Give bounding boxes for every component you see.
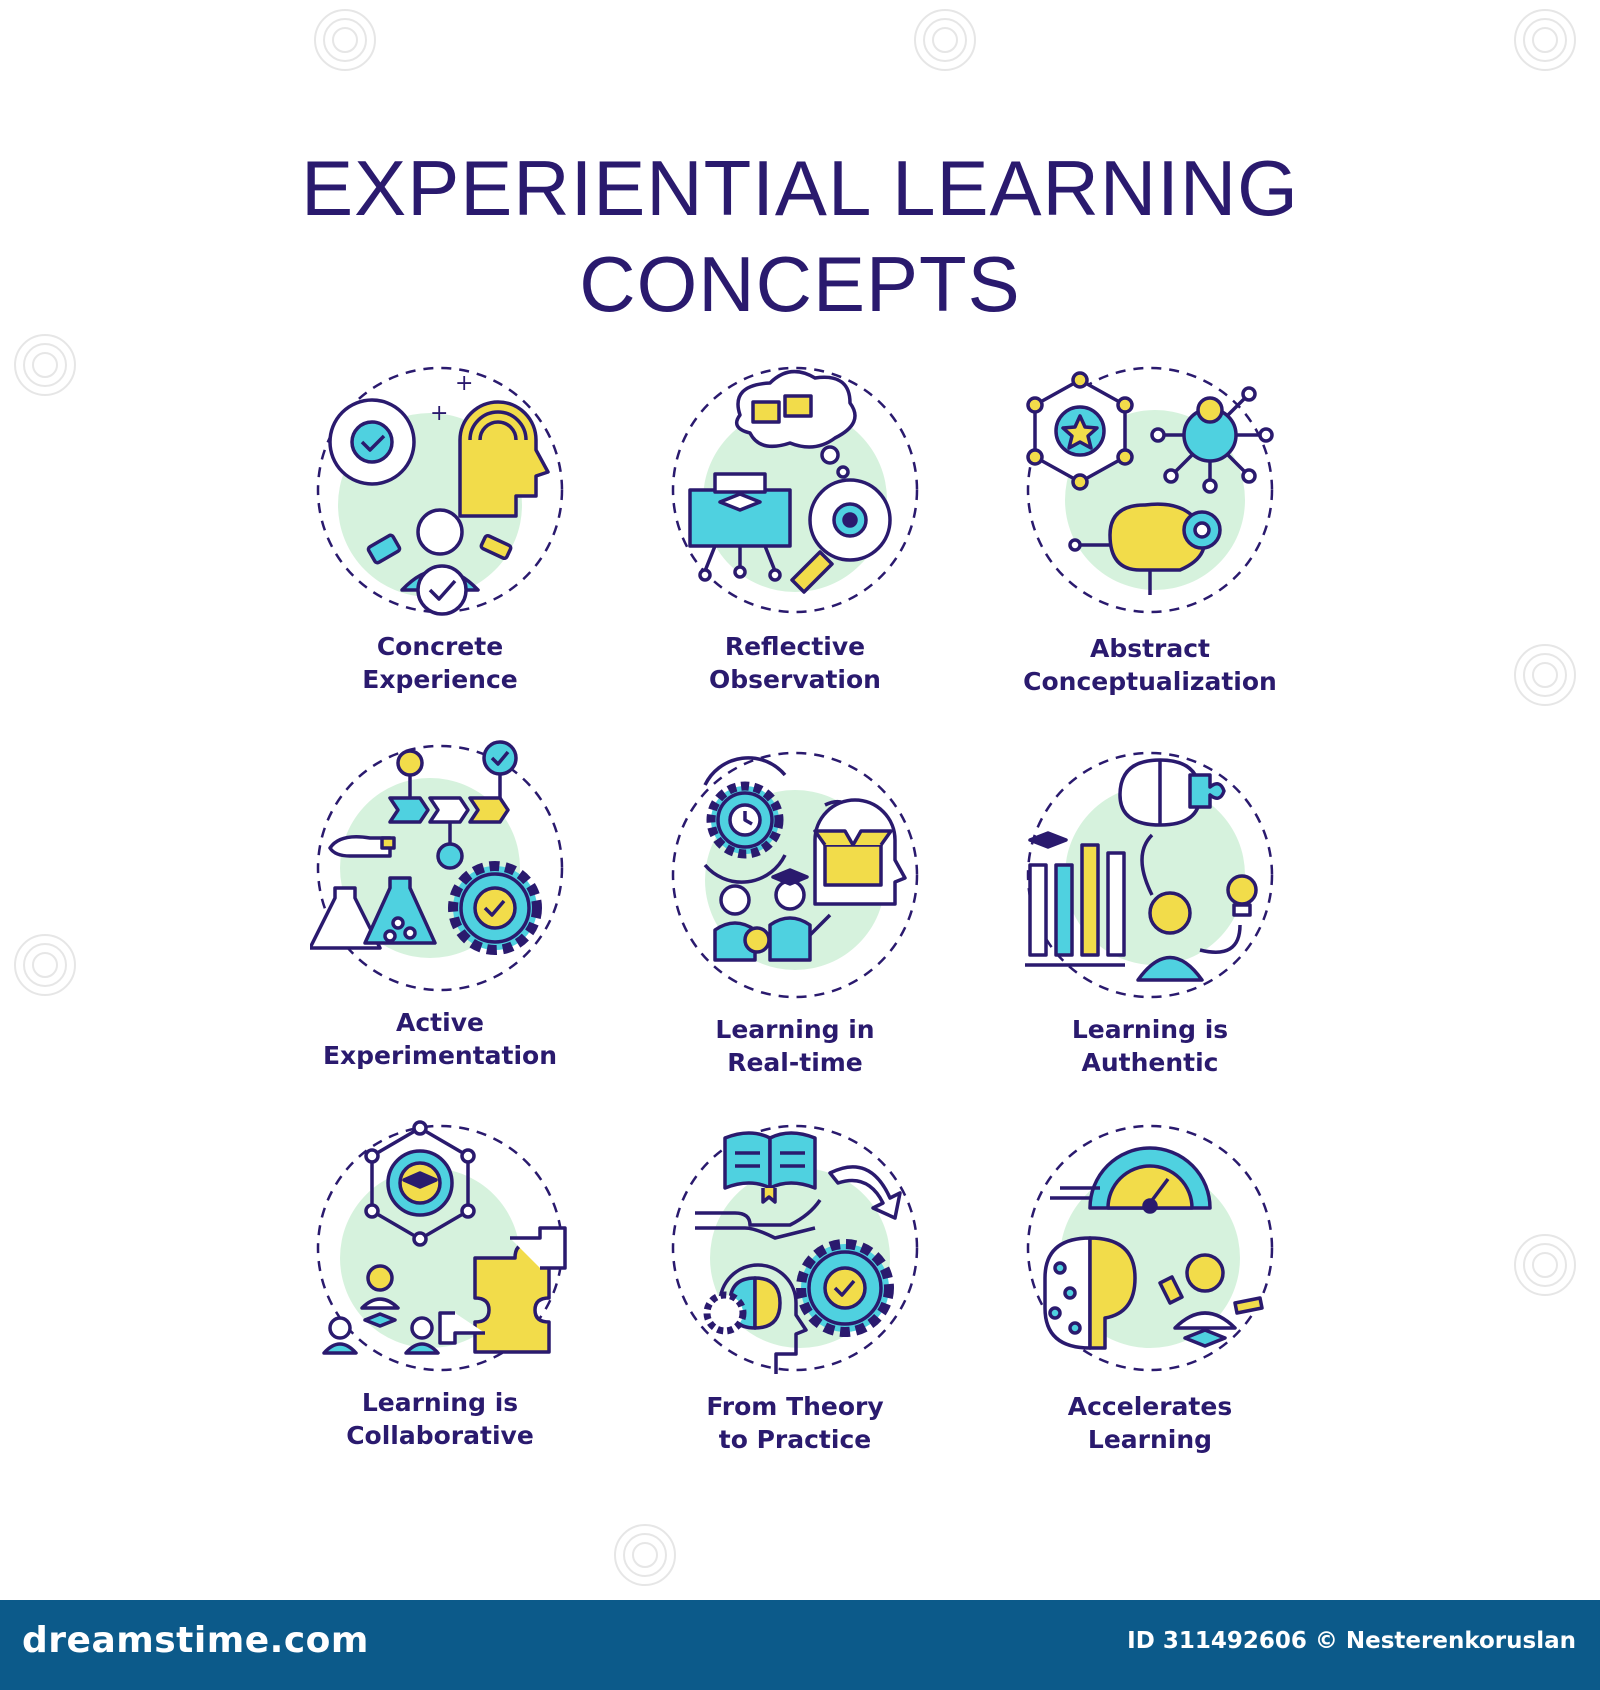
concept-abstract-conceptualization: Abstract Conceptualization xyxy=(970,360,1330,700)
concept-reflective-observation: Reflective Observation xyxy=(615,360,975,700)
footer-bar: dreamstime.com ID 311492606 © Nesterenko… xyxy=(0,1600,1600,1690)
concept-from-theory-to-practice: From Theory to Practice xyxy=(615,1118,975,1458)
watermark-icon xyxy=(914,9,976,71)
concept-learning-is-authentic: Learning is Authentic xyxy=(970,745,1330,1085)
page-title: EXPERIENTIAL LEARNING CONCEPTS xyxy=(0,140,1600,332)
concept-learning-in-real-time: Learning in Real-time xyxy=(615,745,975,1085)
watermark-icon xyxy=(1514,9,1576,71)
concept-label-line-1: Learning is xyxy=(361,1388,519,1417)
network-star-brain-icon xyxy=(1026,366,1274,614)
clock-gear-box-head-icon xyxy=(671,751,919,999)
concept-grid: + + Concrete Experience xyxy=(260,360,1330,1458)
concept-label-line-2: Authentic xyxy=(1081,1048,1219,1077)
concept-concrete-experience: + + Concrete Experience xyxy=(260,360,620,700)
watermark-icon xyxy=(14,334,76,396)
concept-active-experimentation: Active Experimentation xyxy=(260,738,620,1078)
watermark-icon xyxy=(614,1524,676,1586)
concept-label-line-2: Experience xyxy=(362,665,518,694)
watermark-icon xyxy=(314,9,376,71)
title-line-1: EXPERIENTIAL LEARNING xyxy=(301,144,1299,232)
concept-label-line-2: Conceptualization xyxy=(1023,667,1277,696)
concept-label-line-2: Real-time xyxy=(727,1048,863,1077)
concept-label-line-2: Observation xyxy=(709,665,881,694)
concept-label-line-2: Learning xyxy=(1087,1425,1213,1454)
concept-label-line-1: Accelerates xyxy=(1067,1392,1233,1421)
brand-logo-text[interactable]: dreamstime.com xyxy=(22,1620,369,1661)
brain-chart-lightbulb-icon xyxy=(1025,751,1274,999)
watermark-icon xyxy=(1514,1234,1576,1296)
image-credit: ID 311492606 © Nesterenkoruslan xyxy=(1127,1628,1576,1654)
speedometer-brain-person-icon xyxy=(1026,1124,1274,1372)
concept-label-line-1: Concrete xyxy=(376,632,504,661)
concept-label-line-1: Abstract xyxy=(1089,634,1211,663)
title-line-2: CONCEPTS xyxy=(579,240,1021,328)
concept-label-line-1: From Theory xyxy=(706,1392,884,1421)
team-puzzle-hands-icon xyxy=(316,1120,567,1372)
concept-label-line-1: Learning in xyxy=(715,1015,875,1044)
concept-label-line-2: to Practice xyxy=(718,1425,872,1454)
concept-label-line-2: Experimentation xyxy=(322,1041,558,1070)
book-hand-gear-head-icon xyxy=(671,1124,919,1374)
svg-text:+: + xyxy=(430,401,448,426)
concept-label-line-1: Active xyxy=(396,1008,484,1037)
flask-gear-flow-icon xyxy=(310,740,564,992)
watermark-icon xyxy=(14,934,76,996)
concept-label-line-1: Reflective xyxy=(724,632,866,661)
brain-gear-head-person-icon: + + xyxy=(316,366,564,616)
concept-label-line-1: Learning is xyxy=(1071,1015,1229,1044)
concept-label-line-2: Collaborative xyxy=(346,1421,534,1450)
svg-text:+: + xyxy=(455,371,473,396)
watermark-icon xyxy=(1514,644,1576,706)
concept-accelerates-learning: Accelerates Learning xyxy=(970,1118,1330,1458)
concept-learning-is-collaborative: Learning is Collaborative xyxy=(260,1118,620,1458)
thought-puzzle-magnifier-icon xyxy=(671,366,919,614)
